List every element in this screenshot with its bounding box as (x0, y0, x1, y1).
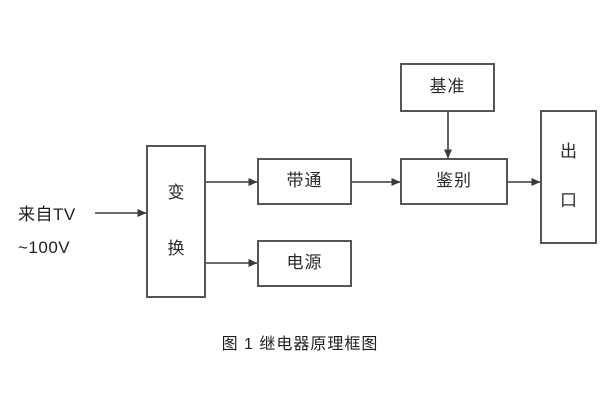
block-transform-char-1: 变 (167, 183, 185, 203)
block-reference-label: 基准 (429, 77, 466, 97)
block-output-char-1: 出 (560, 141, 577, 161)
block-power-supply[interactable]: 电源 (257, 240, 352, 287)
block-output[interactable]: 出 口 (540, 110, 597, 244)
block-transform-char-2: 换 (167, 239, 185, 259)
block-bandpass-label: 带通 (286, 171, 323, 191)
figure-caption: 图 1 继电器原理框图 (221, 336, 379, 353)
block-reference[interactable]: 基准 (400, 63, 495, 112)
input-label-line1: 来自TV (18, 205, 76, 224)
block-discriminate[interactable]: 鉴别 (400, 158, 508, 205)
block-power-supply-label: 电源 (286, 253, 323, 273)
block-discriminate-label: 鉴别 (436, 171, 472, 191)
block-transform[interactable]: 变 换 (146, 145, 206, 298)
block-bandpass[interactable]: 带通 (257, 158, 352, 205)
block-output-char-2: 口 (560, 191, 577, 211)
input-label-line2: ~100V (18, 238, 71, 257)
